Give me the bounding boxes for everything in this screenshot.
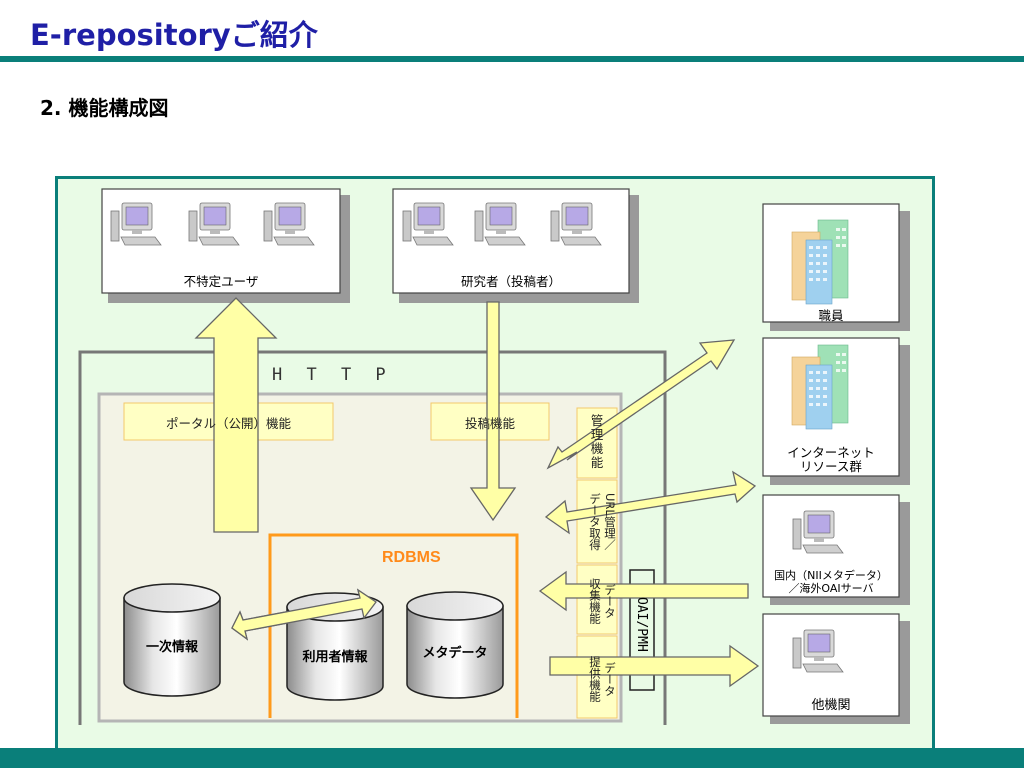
oai-pmh-box: [629, 569, 655, 691]
db-metadata: [406, 591, 504, 699]
label-researchers: 研究者（投稿者）: [460, 274, 561, 289]
external-box-oai-servers: [762, 494, 910, 605]
external-box-staff: [762, 203, 910, 331]
page-title: E-repositoryご紹介: [30, 18, 318, 52]
http-boundary: [78, 350, 667, 725]
external-box-internet: [762, 337, 910, 485]
arrow-down-submission: [469, 301, 517, 522]
http-label: H T T P: [272, 365, 386, 385]
label-portal-function: ポータル（公開）機能: [165, 416, 291, 431]
label-data-collection: データ 収集機能: [588, 578, 617, 624]
label-other-institutions: 他機関: [811, 698, 851, 713]
user-box-general: [101, 188, 350, 303]
label-oai-servers: 国内（NIIメタデータ） ／海外OAIサーバ: [774, 569, 888, 595]
arrow-provide: [549, 644, 760, 688]
label-data-provision: データ 提供機能: [588, 656, 617, 702]
db-primary: [123, 583, 221, 697]
user-box-researcher: [392, 188, 639, 303]
label-db-user-info: 利用者情報: [302, 650, 368, 665]
arrow-internet: [544, 470, 757, 535]
label-db-metadata: メタデータ: [422, 646, 488, 661]
label-oai-pmh: OAI/PMH: [634, 597, 649, 652]
label-general-users: 不特定ユーザ: [183, 274, 259, 289]
label-db-primary: 一次情報: [145, 640, 198, 655]
section-title: 2. 機能構成図: [40, 96, 169, 120]
label-url-management: URL管理／ データ取得: [588, 493, 617, 551]
arrow-up-portal: [194, 297, 278, 533]
external-box-other-institutions: [762, 613, 910, 724]
arrow-primary-user-front: [231, 588, 377, 641]
footer-band: [0, 748, 1024, 768]
arrow-collect: [538, 570, 749, 612]
label-internet-resources: インターネット リソース群: [787, 445, 875, 474]
label-management-function: 管 理 機 能: [590, 413, 604, 470]
label-staff: 職員: [818, 308, 844, 323]
label-rdbms: RDBMS: [382, 549, 441, 566]
arrow-diag-staff: [546, 339, 736, 470]
title-divider: [0, 56, 1024, 62]
side-function-column: [576, 407, 618, 719]
label-submission-function: 投稿機能: [464, 416, 515, 431]
